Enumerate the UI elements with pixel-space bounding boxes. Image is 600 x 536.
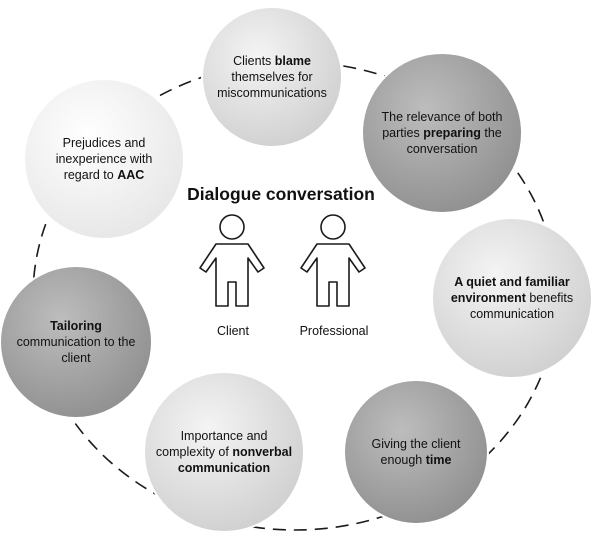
node-label-segment: communication [470, 307, 554, 321]
node-label: Prejudices and inexperience with regard to… [56, 136, 153, 182]
node-label-segment: AAC [117, 168, 144, 182]
node-circle [0, 265, 153, 419]
node-label: Tailoring communication to the client [17, 319, 136, 365]
professional-figure-icon [300, 214, 366, 307]
node-label-segment: The relevance of both [382, 110, 503, 124]
node-environment: A quiet and familiar environment benefits… [431, 217, 593, 379]
node-label-segment: nonverbal [232, 445, 292, 459]
node-label: Importance and complexity of nonverbal com… [156, 429, 292, 475]
node-circle [361, 52, 523, 214]
node-label-segment: conversation [407, 142, 478, 156]
node-label-segment: environment [451, 291, 527, 305]
node-label-segment: the [481, 126, 502, 140]
node-label: Giving the client enough time [372, 437, 461, 467]
node-label-segment: complexity of [156, 445, 232, 459]
node-label-segment: time [426, 453, 452, 467]
node-label-segment: benefits [526, 291, 573, 305]
client-label: Client [217, 324, 249, 338]
node-tailoring: Tailoring communication to the client [0, 265, 153, 419]
node-circle [143, 371, 305, 533]
professional-label: Professional [300, 324, 369, 338]
node-label-segment: blame [275, 54, 311, 68]
client-figure-icon [199, 214, 265, 307]
node-label-segment: Clients [233, 54, 275, 68]
node-label-segment: Giving the client [372, 437, 461, 451]
node-label-segment: preparing [423, 126, 481, 140]
node-label-segment: A quiet and familiar [454, 275, 570, 289]
node-label-segment: regard to [64, 168, 118, 182]
node-label-segment: Prejudices and [63, 136, 146, 150]
node-circle [343, 379, 489, 525]
node-label-segment: themselves for [231, 70, 312, 84]
node-circle [23, 78, 185, 240]
node-group: Clients blame themselves for miscommunicat… [0, 6, 593, 533]
node-label-segment: Importance and [181, 429, 268, 443]
node-label-segment: parties [382, 126, 423, 140]
node-label-segment: client [61, 351, 91, 365]
node-time: Giving the client enough time [343, 379, 489, 525]
node-label-segment: Tailoring [50, 319, 102, 333]
node-preparing: The relevance of both parties preparing t… [361, 52, 523, 214]
node-label: The relevance of both parties preparing t… [382, 110, 503, 156]
node-nonverbal: Importance and complexity of nonverbal com… [143, 371, 305, 533]
node-label-segment: inexperience with [56, 152, 153, 166]
node-label: Clients blame themselves for miscommunicat… [217, 54, 327, 100]
node-label-segment: communication [178, 461, 270, 475]
node-label-segment: communication to the [17, 335, 136, 349]
center-title: Dialogue conversation [187, 184, 375, 204]
node-blame: Clients blame themselves for miscommunicat… [201, 6, 343, 148]
node-circle [201, 6, 343, 148]
node-prejudices: Prejudices and inexperience with regard to… [23, 78, 185, 240]
node-circle [431, 217, 593, 379]
node-label-segment: enough [381, 453, 426, 467]
node-label: A quiet and familiar environment benefits… [451, 275, 573, 321]
node-label-segment: miscommunications [217, 86, 327, 100]
